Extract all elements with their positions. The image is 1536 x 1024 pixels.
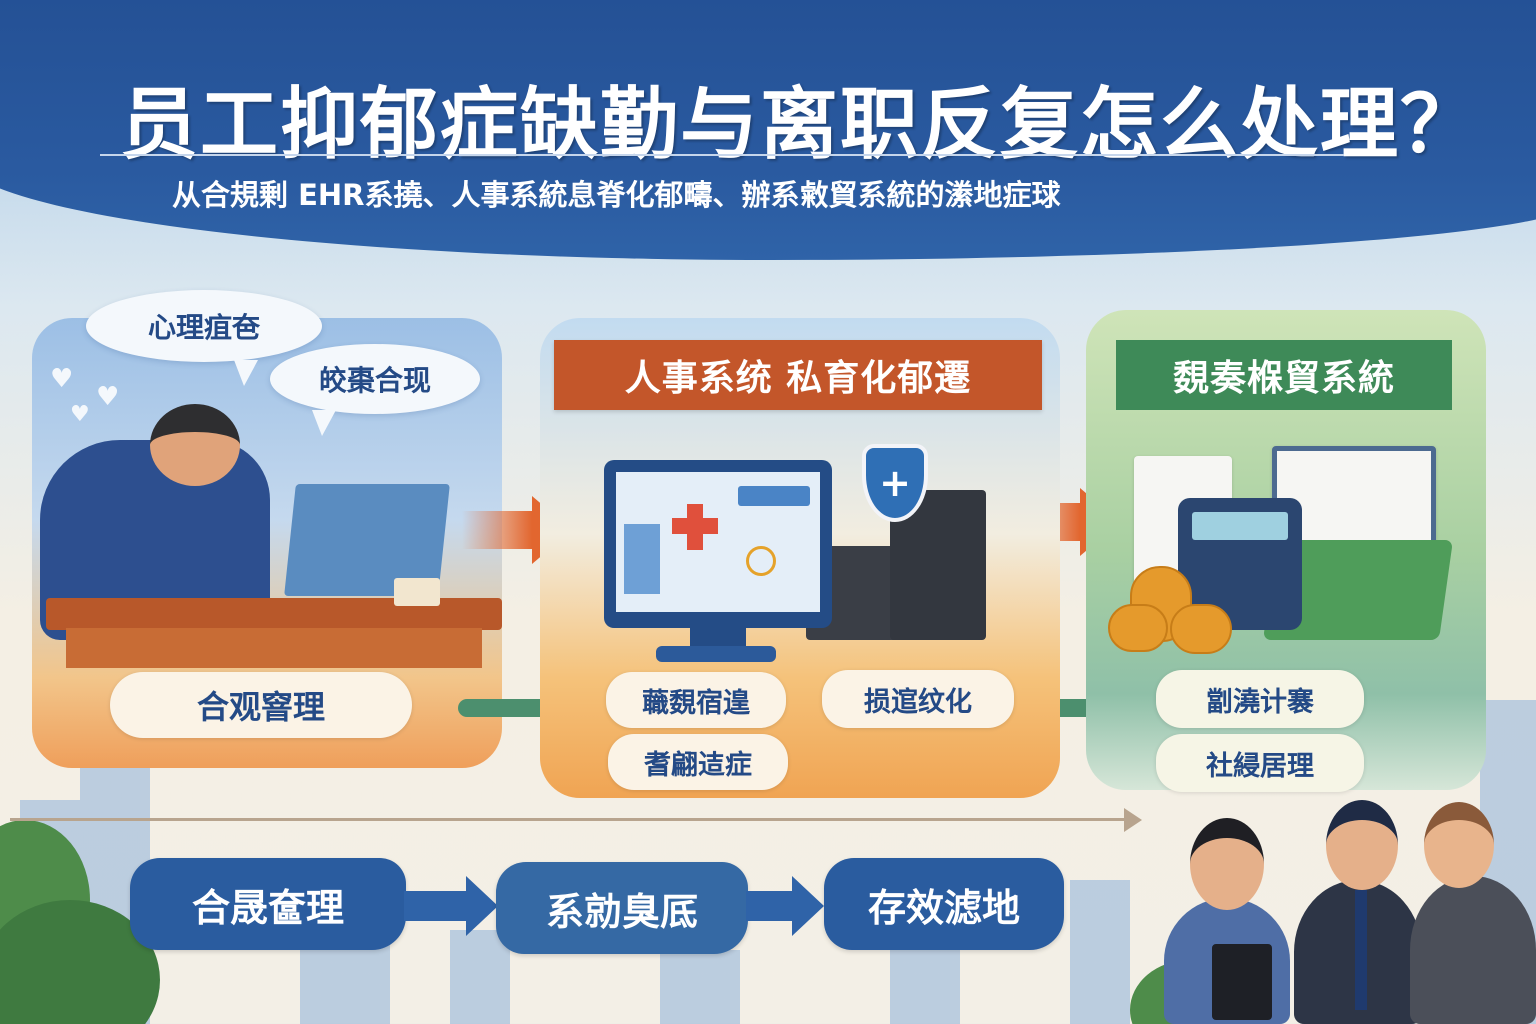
flow-arrow-icon bbox=[404, 876, 498, 936]
thought-bubble-1: 心理疽夿 bbox=[86, 290, 322, 362]
bubble-tail bbox=[312, 410, 336, 436]
skyline-building bbox=[1070, 880, 1130, 1024]
title-divider bbox=[100, 154, 1344, 156]
monitor-base bbox=[656, 646, 776, 662]
hr-feature-pill: 损逭纹化 bbox=[822, 670, 1014, 728]
page-title: 员工抑郁症缺勤与离职反复怎么处理？ bbox=[120, 80, 1481, 170]
shield-medical-icon: + bbox=[862, 444, 928, 522]
clipboard-held bbox=[1212, 944, 1272, 1020]
heart-icon: ♥ bbox=[96, 382, 120, 412]
medical-cross-icon bbox=[672, 518, 718, 534]
employee-head bbox=[150, 404, 240, 486]
heart-icon: ♥ bbox=[50, 364, 74, 394]
hr-feature-pill: 耆翩迼症 bbox=[608, 734, 788, 790]
payroll-feature-pill: 劏澆计褰 bbox=[1156, 670, 1364, 728]
skyline-building bbox=[450, 930, 510, 1024]
screen-header-bar bbox=[738, 486, 810, 506]
payroll-feature-pill: 社綅居理 bbox=[1156, 734, 1364, 792]
header-banner bbox=[0, 0, 1536, 260]
skyline-building bbox=[300, 940, 390, 1024]
page-subtitle: 从合規剰 EHR系撓、人事系統息脊化郁疇、辦系敹貿系統的潫地症球 bbox=[172, 178, 1061, 212]
monitor-stand bbox=[690, 626, 746, 648]
payroll-system-label: 覣奏椺貿系統 bbox=[1116, 340, 1452, 410]
colleague-woman2-illustration bbox=[1410, 876, 1536, 1024]
hr-system-label: 人事系统 私育化郁遷 bbox=[554, 340, 1042, 410]
colleague-head bbox=[1326, 800, 1398, 890]
tissue-box-illustration bbox=[394, 578, 440, 606]
thought-bubble-2: 皎棗合现 bbox=[270, 344, 480, 414]
calculator-screen bbox=[1192, 512, 1288, 540]
skyline-building bbox=[890, 940, 960, 1024]
bubble-tail bbox=[234, 360, 258, 386]
desk-front bbox=[66, 628, 482, 668]
flow-step-implementation: 存效滤地 bbox=[824, 858, 1064, 950]
necktie bbox=[1355, 890, 1367, 1010]
ring-icon bbox=[746, 546, 776, 576]
flow-step-system: 系勍臭厎 bbox=[496, 862, 748, 954]
flow-arrow-icon bbox=[746, 876, 824, 936]
coin-stack-icon bbox=[1108, 604, 1168, 652]
colleague-head bbox=[1190, 818, 1264, 910]
hr-feature-pill: 蘵覣宿遑 bbox=[606, 672, 786, 728]
flow-step-compliance: 合晟奩理 bbox=[130, 858, 406, 950]
compliance-pill: 合观窨理 bbox=[110, 672, 412, 738]
screen-chart-bars bbox=[624, 524, 660, 594]
timeline-arrow-icon bbox=[1124, 808, 1142, 832]
colleague-head bbox=[1424, 802, 1494, 888]
coin-stack-icon bbox=[1170, 604, 1232, 654]
skyline-building bbox=[660, 950, 740, 1024]
timeline-line bbox=[10, 818, 1130, 821]
heart-icon: ♥ bbox=[70, 402, 90, 427]
